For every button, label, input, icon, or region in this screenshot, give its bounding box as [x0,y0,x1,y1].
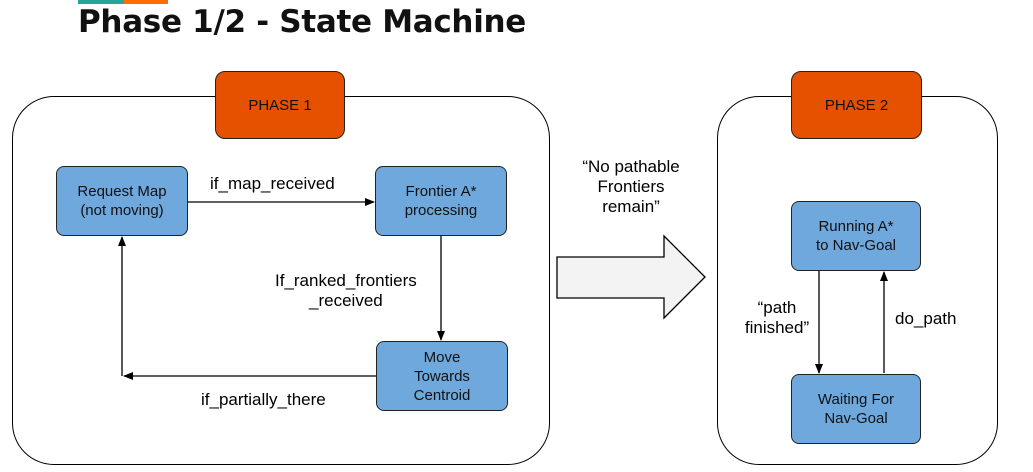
phase2-tag: PHASE 2 [791,71,922,139]
label-ranked-frontiers: If_ranked_frontiers _received [275,271,417,310]
node-request-map: Request Map (not moving) [56,166,188,236]
phase-transition-arrow [556,234,706,320]
title-accent-orange [124,0,168,4]
phase1-tag: PHASE 1 [215,71,345,139]
node-waiting-nav-goal: Waiting For Nav-Goal [791,374,921,444]
title-accent-teal [78,0,124,4]
slide-title: Phase 1/2 - State Machine [78,4,527,40]
label-do-path: do_path [895,309,957,328]
node-move-centroid: Move Towards Centroid [376,341,508,411]
node-frontier-astar: Frontier A* processing [375,166,507,236]
label-map-received: if_map_received [210,174,335,193]
label-path-finished: “path finished” [744,298,810,337]
label-partially-there: if_partially_there [201,390,326,409]
label-transition: “No pathable Frontiers remain” [582,157,680,216]
node-running-astar: Running A* to Nav-Goal [791,201,921,271]
